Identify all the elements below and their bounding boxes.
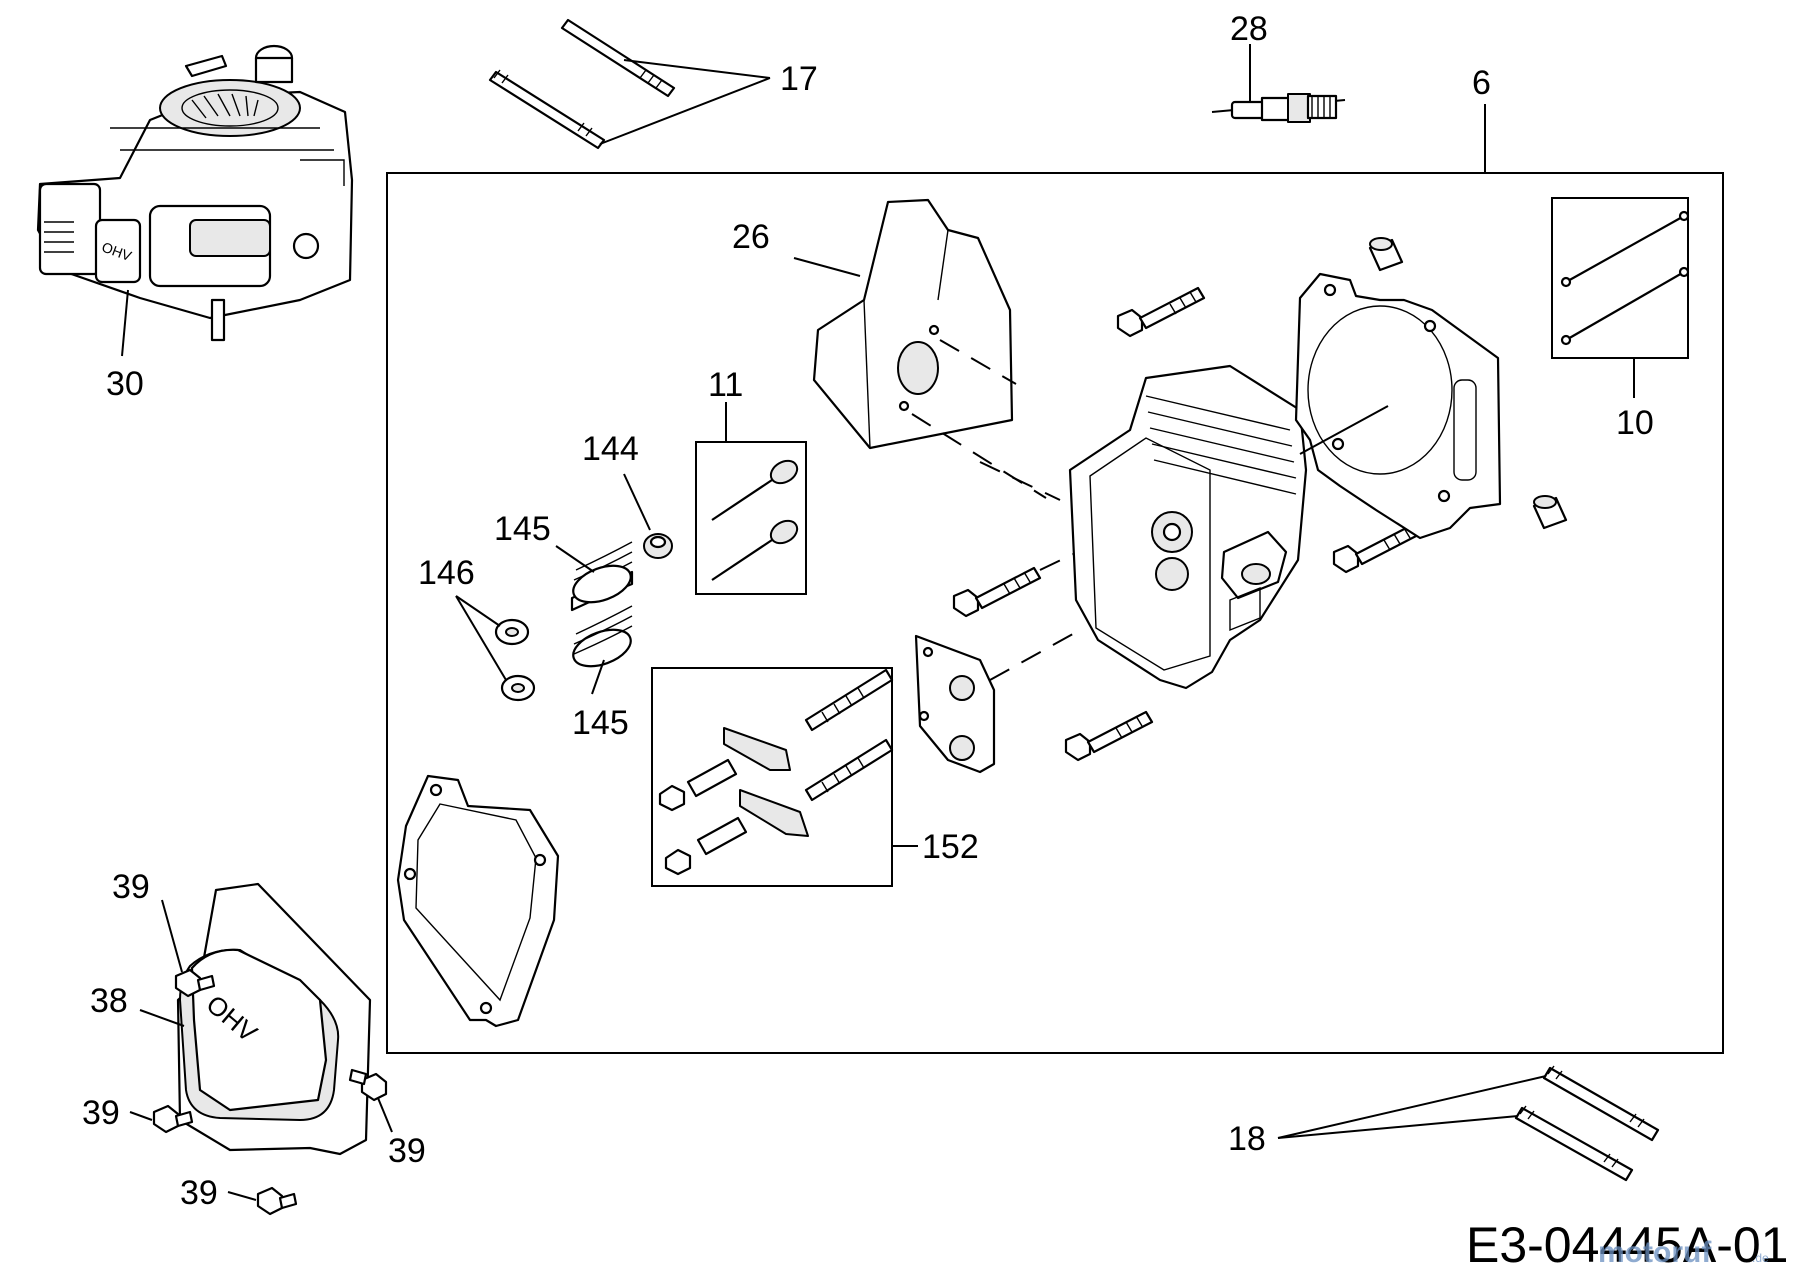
screw-39-bottom bbox=[256, 1186, 298, 1216]
valve-seal-144 bbox=[643, 533, 673, 559]
callout-39-left: 39 bbox=[82, 1094, 120, 1132]
rocker-cover-gasket bbox=[396, 774, 560, 1028]
callout-39-right: 39 bbox=[388, 1132, 426, 1170]
callout-30: 30 bbox=[106, 365, 144, 403]
push-rod-lower bbox=[1560, 266, 1690, 346]
washer-146-upper bbox=[494, 618, 530, 646]
assembly-6-frame bbox=[386, 172, 1724, 1054]
push-rods-10-box bbox=[1551, 197, 1689, 359]
rocker-arm-lower bbox=[664, 738, 894, 876]
callout-28: 28 bbox=[1230, 10, 1268, 48]
guide-plate bbox=[914, 634, 996, 774]
callout-38: 38 bbox=[90, 982, 128, 1020]
valve-exhaust bbox=[711, 519, 799, 581]
stud-18-upper bbox=[1542, 1065, 1660, 1142]
callout-145-upper: 145 bbox=[494, 510, 551, 548]
dowel-pin-upper bbox=[1368, 237, 1404, 272]
dowel-pin-lower bbox=[1532, 495, 1568, 530]
push-rod-upper bbox=[1560, 210, 1690, 288]
head-bolt-left bbox=[952, 566, 1042, 618]
head-bolt-right bbox=[1332, 522, 1422, 574]
valve-spring-145-lower bbox=[572, 605, 633, 668]
cylinder-head bbox=[1068, 364, 1308, 690]
screw-39-left bbox=[152, 1104, 194, 1134]
callout-18: 18 bbox=[1228, 1120, 1266, 1158]
callout-10: 10 bbox=[1616, 404, 1654, 442]
valves-11-box bbox=[695, 441, 807, 595]
callout-144: 144 bbox=[582, 430, 639, 468]
valve-intake bbox=[711, 459, 799, 521]
rocker-kit-152-box bbox=[651, 667, 893, 887]
head-bolt-bottom bbox=[1064, 710, 1154, 762]
watermark: motoruf bbox=[1598, 1236, 1712, 1269]
callout-39-top: 39 bbox=[112, 868, 150, 906]
stud-17-top bbox=[560, 18, 676, 98]
callout-146: 146 bbox=[418, 554, 475, 592]
valve-spring-145-upper bbox=[570, 541, 634, 612]
stud-18-lower bbox=[1514, 1105, 1634, 1182]
rocker-cover-38: OHV bbox=[176, 882, 372, 1156]
head-gasket-upper bbox=[1294, 272, 1502, 540]
callout-39-bottom: 39 bbox=[180, 1174, 218, 1212]
rocker-arm-upper bbox=[658, 668, 894, 812]
callout-11: 11 bbox=[708, 366, 743, 404]
stud-17-lower bbox=[488, 69, 606, 150]
callout-17: 17 bbox=[780, 60, 818, 98]
spark-plug-28 bbox=[1211, 93, 1346, 123]
screw-39-right bbox=[348, 1068, 388, 1102]
deflector-26 bbox=[812, 198, 1014, 450]
callout-152: 152 bbox=[922, 828, 979, 866]
callout-6: 6 bbox=[1472, 64, 1491, 102]
callout-26: 26 bbox=[732, 218, 770, 256]
drawing-code: E3-04445A-01 bbox=[1466, 1217, 1788, 1272]
screw-39-top bbox=[174, 968, 216, 998]
washer-146-lower bbox=[500, 674, 536, 702]
watermark-suffix: .de bbox=[1752, 1251, 1769, 1265]
head-bolt-upper bbox=[1116, 286, 1206, 338]
engine-30: OHV bbox=[36, 44, 354, 342]
callout-145-lower: 145 bbox=[572, 704, 629, 742]
